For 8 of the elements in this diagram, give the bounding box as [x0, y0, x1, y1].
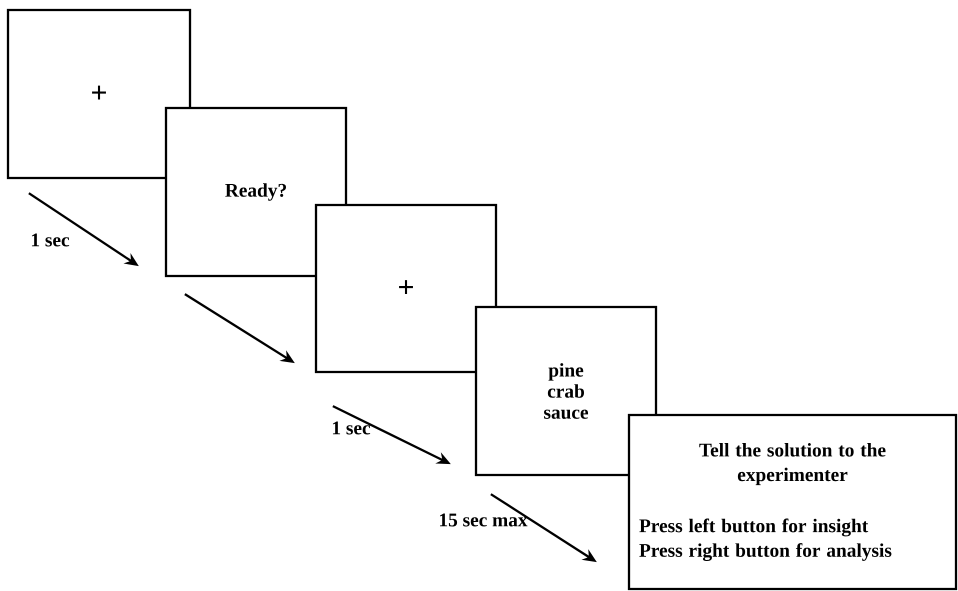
stimulus-screen: Ready?	[164, 106, 348, 278]
edge-label: 1 sec	[332, 422, 370, 434]
stimulus-screen: +	[6, 8, 192, 180]
stimulus-screen: +	[314, 204, 498, 374]
stimulus-screen: pine crab sauce	[474, 306, 658, 476]
stimulus-screen: Tell the solution to the experimenter Press left button for insight Press right button for analysis	[628, 414, 958, 590]
edge-label: 15 sec max	[440, 514, 528, 526]
edge-label: 1 sec	[32, 234, 70, 246]
